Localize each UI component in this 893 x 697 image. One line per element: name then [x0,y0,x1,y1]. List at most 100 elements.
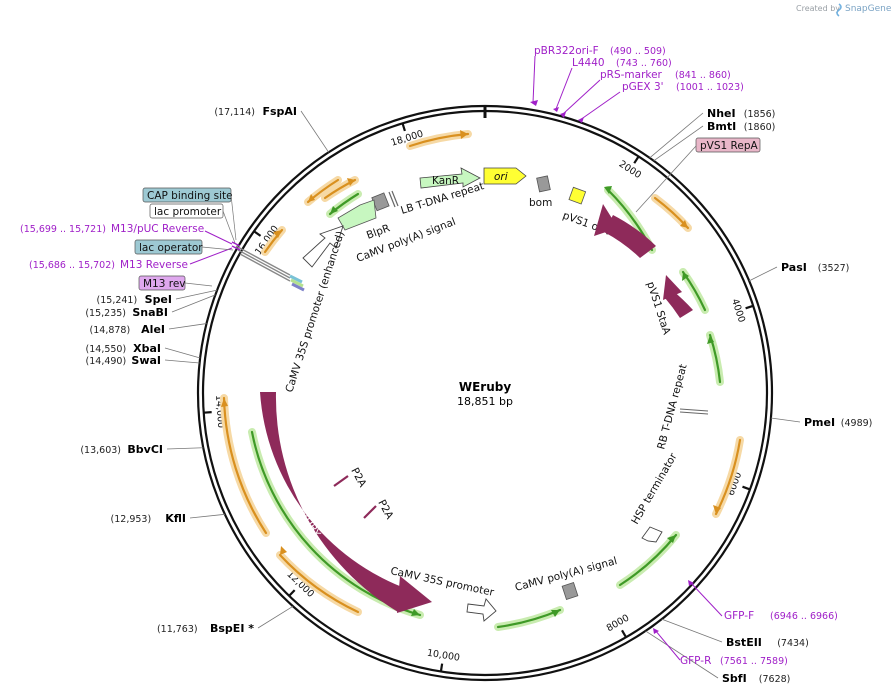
outer-arc-arrowheads [221,130,721,617]
site-name[interactable]: FspAI [262,105,297,118]
svg-text:P2A: P2A [348,466,368,490]
primer-pgex3-pos: (1001 .. 1023) [676,82,744,93]
lac-promoter-box: lac promoter [149,203,224,219]
site-position: (15,235) [85,308,126,319]
rb-repeat-feature: RB T-DNA repeat [655,363,709,451]
svg-text:ori: ori [494,171,508,183]
site-name[interactable]: XbaI [133,342,161,355]
restriction-sites: NheI (1856) BmtI (1860) PasI (3527) PmeI (4989)… [80,105,872,685]
primer-l4440: L4440 [572,57,605,69]
primer-lines-top [532,55,621,121]
pvs1-repa-leader [635,145,697,213]
site-leader-line [164,359,200,364]
site-position: (17,114) [214,107,255,118]
site-position: (13,603) [80,445,121,456]
primer-arrow-gfp-f [688,580,694,586]
credit-text: Created by [796,4,840,13]
tick-mark [401,123,406,132]
tick-label: 4000 [729,298,747,324]
camv-polya-2-feature: CaMV poly(A) signal [514,555,619,601]
site-leader-line [645,630,719,679]
pvs1-repa-box: pVS1 RepA [695,137,761,153]
site-name[interactable]: BspEI * [210,622,254,635]
pvs1-staa-arrow: pVS1 StaA [644,275,693,337]
svg-text:pVS1 RepA: pVS1 RepA [700,140,758,152]
site-name[interactable]: AleI [141,323,165,336]
primer-gfp-r-pos: (7561 .. 7589) [720,656,788,667]
site-leader-line [175,289,218,300]
cap-binding-site-box: CAP binding site [142,187,233,203]
primer-lines-left [189,230,233,265]
site-name[interactable]: SpeI [145,293,172,306]
site-position: (11,763) [157,624,198,635]
tick-mark [742,485,751,491]
pvs1-repa-arrow [594,204,656,258]
site-position: (15,241) [97,295,138,306]
site-position: (7628) [759,674,791,685]
svg-text:RB T-DNA repeat: RB T-DNA repeat [655,363,689,451]
svg-text:M13 rev: M13 rev [143,278,186,290]
site-position: (14,550) [86,344,127,355]
primer-l4440-pos: (743 .. 760) [616,58,672,69]
site-position: (12,953) [111,514,152,525]
site-leader-line [300,110,330,153]
site-name[interactable]: KflI [165,512,186,525]
site-name[interactable]: PmeI [804,416,835,429]
svg-text:BlpR: BlpR [365,222,392,242]
svg-text:KanR: KanR [432,175,459,187]
snapgene-logo-icon [836,3,842,17]
primer-lines-bottom [654,581,723,661]
site-name[interactable]: NheI [707,107,736,120]
site-leader-line [661,618,723,643]
site-position: (1860) [744,122,776,133]
primer-arrows-top [530,100,584,123]
svg-text:lac operator: lac operator [139,242,203,254]
site-position: (1856) [744,109,776,120]
site-leader-lines [164,110,801,679]
site-name[interactable]: BbvCI [127,443,163,456]
lac-region-features [231,241,305,292]
site-name[interactable]: SwaI [131,354,161,367]
site-leader-line [649,112,704,159]
credit-brand: SnapGene [845,4,892,14]
svg-text:HSP terminator: HSP terminator [629,451,680,527]
lac-operator-box: lac operator [134,239,203,255]
plasmid-length: 18,851 bp [457,395,513,408]
site-leader-line [189,513,225,519]
site-leader-line [653,125,704,162]
hsp-terminator-feature: HSP terminator [629,451,680,543]
site-leader-line [168,323,207,330]
primer-m13-reverse-pos: (15,686 .. 15,702) [29,260,115,271]
tick-mark [253,230,262,237]
primer-prs-marker: pRS-marker [600,69,663,81]
site-name[interactable]: PasI [781,261,807,274]
tick-mark [288,589,296,597]
tick-label: 2000 [617,159,643,181]
primer-pgex3: pGEX 3' [622,81,664,93]
site-name[interactable]: BstEII [726,636,762,649]
site-name[interactable]: BmtI [707,120,736,133]
site-leader-line [770,417,801,423]
primer-prs-marker-pos: (841 .. 860) [675,70,731,81]
tick-label: 8000 [605,613,631,635]
primer-gfp-f-pos: (6946 .. 6966) [770,611,838,622]
site-position: (3527) [818,263,850,274]
primer-arrow-gfp-r [653,628,659,634]
tick-label: 10,000 [426,648,461,664]
tick-mark [745,304,754,310]
tick-mark [633,155,640,164]
m13-rev-box: M13 rev [138,275,186,291]
site-name[interactable]: SnaBI [132,306,168,319]
site-position: (7434) [777,638,809,649]
site-position: (14,490) [86,356,127,367]
primer-gfp-r: GFP-R [680,655,711,667]
site-position: (4989) [841,418,873,429]
tick-mark [203,411,212,414]
site-leader-line [257,605,294,629]
site-leader-line [171,294,216,313]
primer-gfp-f: GFP-F [724,610,754,622]
lac-leaders [184,194,237,287]
primer-m13-reverse: M13 Reverse [120,259,188,271]
site-name[interactable]: SbfI [722,672,747,685]
